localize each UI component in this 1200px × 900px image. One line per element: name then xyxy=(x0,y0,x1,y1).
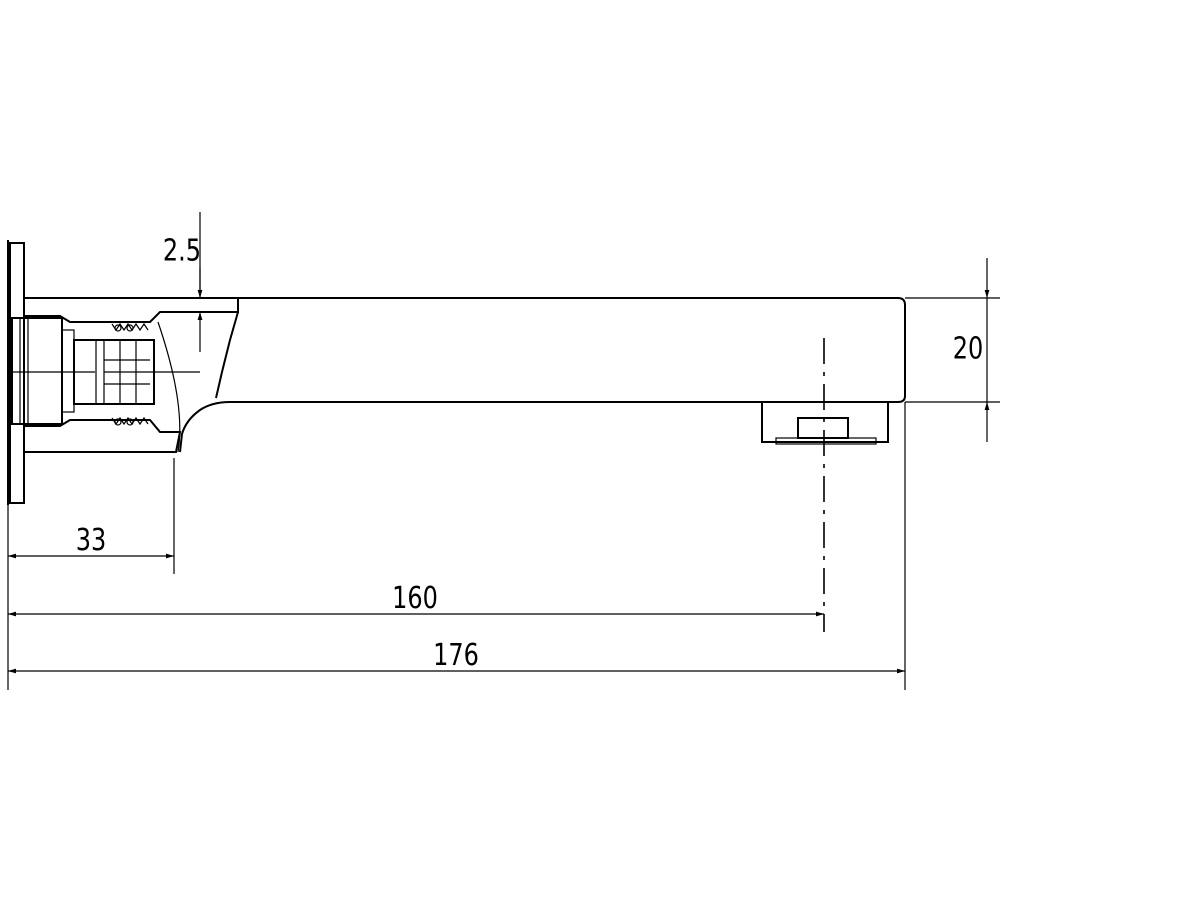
dimension-20-label: 20 xyxy=(953,332,984,366)
wall-flange xyxy=(7,240,25,505)
dimension-33: 33 xyxy=(8,523,174,559)
aerator-outlet xyxy=(761,401,889,445)
threaded-inlet xyxy=(11,317,95,425)
dimension-20: 20 xyxy=(953,258,990,442)
extension-lines xyxy=(7,212,1000,690)
dimension-2-5-label: 2.5 xyxy=(163,234,201,268)
dimension-160-label: 160 xyxy=(392,581,438,615)
body-section-lower xyxy=(23,419,182,453)
dimension-33-label: 33 xyxy=(76,523,107,557)
dimension-176-label: 176 xyxy=(433,638,479,672)
dimension-2-5: 2.5 xyxy=(163,234,203,352)
internal-cartridge xyxy=(73,322,200,426)
dimension-160: 160 xyxy=(8,581,824,617)
spout-body xyxy=(157,297,906,453)
dimension-176: 176 xyxy=(8,638,905,674)
body-section-upper xyxy=(23,297,239,323)
